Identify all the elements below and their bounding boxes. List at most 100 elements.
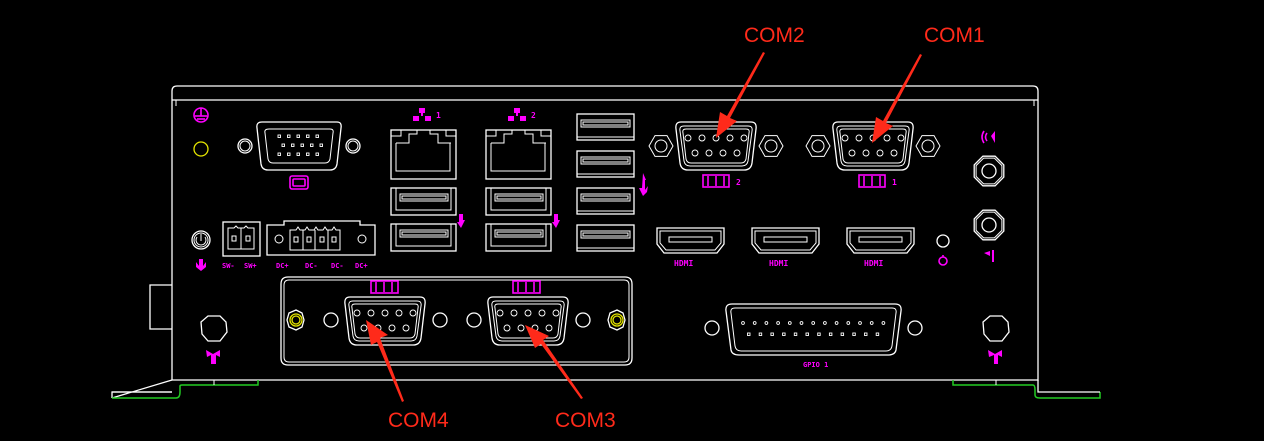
serial-pin (367, 309, 375, 317)
com2-number: 2 (736, 178, 741, 187)
usb-port[interactable] (390, 223, 457, 252)
svg-text:COM4: COM4 (388, 409, 449, 432)
vga-pin (306, 134, 310, 138)
gpio-pin (875, 332, 880, 336)
gpio-pin (840, 332, 845, 336)
audio-in-jack[interactable] (973, 209, 1005, 241)
screw-icon (286, 309, 305, 331)
callout-com1: COM1 (872, 24, 985, 143)
power-button[interactable] (191, 230, 211, 250)
gpio-pin (881, 321, 886, 325)
serial-port-icon (858, 174, 886, 188)
com4-port[interactable] (344, 296, 426, 346)
serial-port-icon (512, 280, 541, 294)
gpio-pin (823, 321, 827, 325)
terminal-label-sw-minus: SW- (222, 262, 235, 270)
com-expansion-plate (280, 276, 633, 366)
serial-pin (360, 324, 368, 332)
usb-port[interactable] (576, 187, 635, 215)
serial-pin (897, 134, 905, 142)
terminal-label-sw-plus: SW+ (244, 262, 257, 270)
ground-symbol-icon (193, 107, 209, 123)
gpio-pin (869, 321, 874, 325)
usb-port[interactable] (485, 223, 552, 252)
com1-number: 1 (892, 178, 897, 187)
usb-port[interactable] (576, 150, 635, 178)
audio-out-jack[interactable] (973, 155, 1005, 187)
antenna-mount-right[interactable] (982, 315, 1010, 342)
vga-pin (287, 134, 291, 138)
serial-pin (503, 324, 511, 332)
gpio-pin (864, 332, 868, 336)
vga-pin (315, 134, 319, 138)
svg-text:COM1: COM1 (924, 24, 985, 47)
vga-pin (300, 143, 304, 147)
lan-2-number: 2 (531, 111, 536, 120)
gpio-pin (776, 321, 780, 325)
serial-pin (402, 324, 410, 332)
com3-port[interactable] (487, 296, 569, 346)
vga-pin (287, 152, 291, 156)
callout-com2: COM2 (716, 24, 805, 138)
serial-pin (684, 134, 692, 142)
serial-pin (848, 149, 856, 157)
lan-port-1[interactable] (390, 129, 457, 180)
serial-pin (726, 134, 734, 142)
lan-port-2[interactable] (485, 129, 552, 180)
hdmi-port[interactable] (656, 227, 725, 254)
serial-pin (890, 149, 898, 157)
hex-standoff (915, 135, 941, 157)
standoff-hole (432, 312, 448, 328)
terminal-label-dc-minus: DC- (305, 262, 318, 270)
usb-port[interactable] (485, 187, 552, 216)
serial-pin (510, 309, 518, 317)
standoff-hole (323, 312, 339, 328)
hdmi-port[interactable] (751, 227, 820, 254)
wifi-antenna-icon (988, 350, 1002, 364)
vga-pin (319, 143, 323, 147)
vga-port[interactable] (237, 121, 361, 171)
serial-pin (855, 134, 863, 142)
com1-port[interactable] (805, 121, 941, 171)
gpio-pin (828, 332, 833, 336)
reset-button[interactable] (936, 234, 950, 248)
callout-com3: COM3 (525, 325, 616, 432)
serial-pin (876, 149, 884, 157)
usb-port[interactable] (576, 113, 635, 141)
switch-terminal[interactable] (222, 221, 261, 257)
hdmi-label: HDMI (864, 259, 883, 268)
terminal-label-dc-plus: DC+ (355, 262, 368, 270)
gpio-pin (805, 332, 809, 336)
serial-pin (712, 134, 720, 142)
serial-pin (524, 309, 532, 317)
serial-pin (517, 324, 525, 332)
monitor-icon (289, 175, 309, 190)
com2-port[interactable] (648, 121, 784, 171)
svg-text:COM3: COM3 (555, 409, 616, 432)
antenna-mount-left[interactable] (200, 315, 228, 342)
serial-pin (691, 149, 699, 157)
wifi-antenna-icon (206, 350, 220, 364)
serial-pin (841, 134, 849, 142)
serial-pin (409, 309, 417, 317)
gpio-port[interactable] (704, 303, 923, 356)
lan-1-number: 1 (436, 111, 441, 120)
hdmi-port[interactable] (846, 227, 915, 254)
serial-pin (395, 309, 403, 317)
usb-port[interactable] (390, 187, 457, 216)
usb-port[interactable] (576, 224, 635, 252)
gpio-pin (787, 321, 792, 325)
gpio-pin (758, 332, 763, 336)
terminal-label-dc-plus: DC+ (276, 262, 289, 270)
hex-standoff-hole (654, 139, 668, 153)
serial-pin (705, 149, 713, 157)
usb-symbol-icon (457, 214, 465, 228)
vga-pin (310, 143, 314, 147)
vga-pin (277, 134, 281, 138)
usb-symbol-icon (552, 214, 560, 228)
serial-pin (552, 309, 560, 317)
hex-standoff-hole (921, 139, 935, 153)
dc-terminal[interactable] (266, 220, 376, 256)
gpio-pin (752, 321, 757, 325)
